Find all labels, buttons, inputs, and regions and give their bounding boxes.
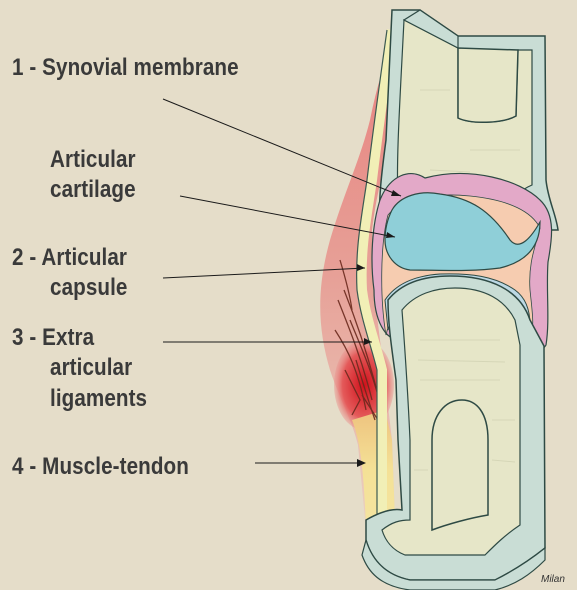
label-extra-articular-3: ligaments	[50, 384, 147, 413]
tibia-canal	[432, 400, 488, 530]
label-muscle-tendon: 4 - Muscle-tendon	[12, 452, 189, 481]
femur-canal	[458, 48, 518, 122]
credit-text: Milan	[541, 574, 565, 585]
label-articular-capsule-2: capsule	[50, 273, 127, 302]
label-articular-cartilage-2: cartilage	[50, 175, 136, 204]
label-articular-cartilage-1: Articular	[50, 145, 136, 174]
label-articular-capsule-1: 2 - Articular	[12, 243, 127, 272]
label-extra-articular-1: 3 - Extra	[12, 323, 94, 352]
label-synovial-membrane: 1 - Synovial membrane	[12, 53, 239, 82]
label-extra-articular-2: articular	[50, 353, 132, 382]
